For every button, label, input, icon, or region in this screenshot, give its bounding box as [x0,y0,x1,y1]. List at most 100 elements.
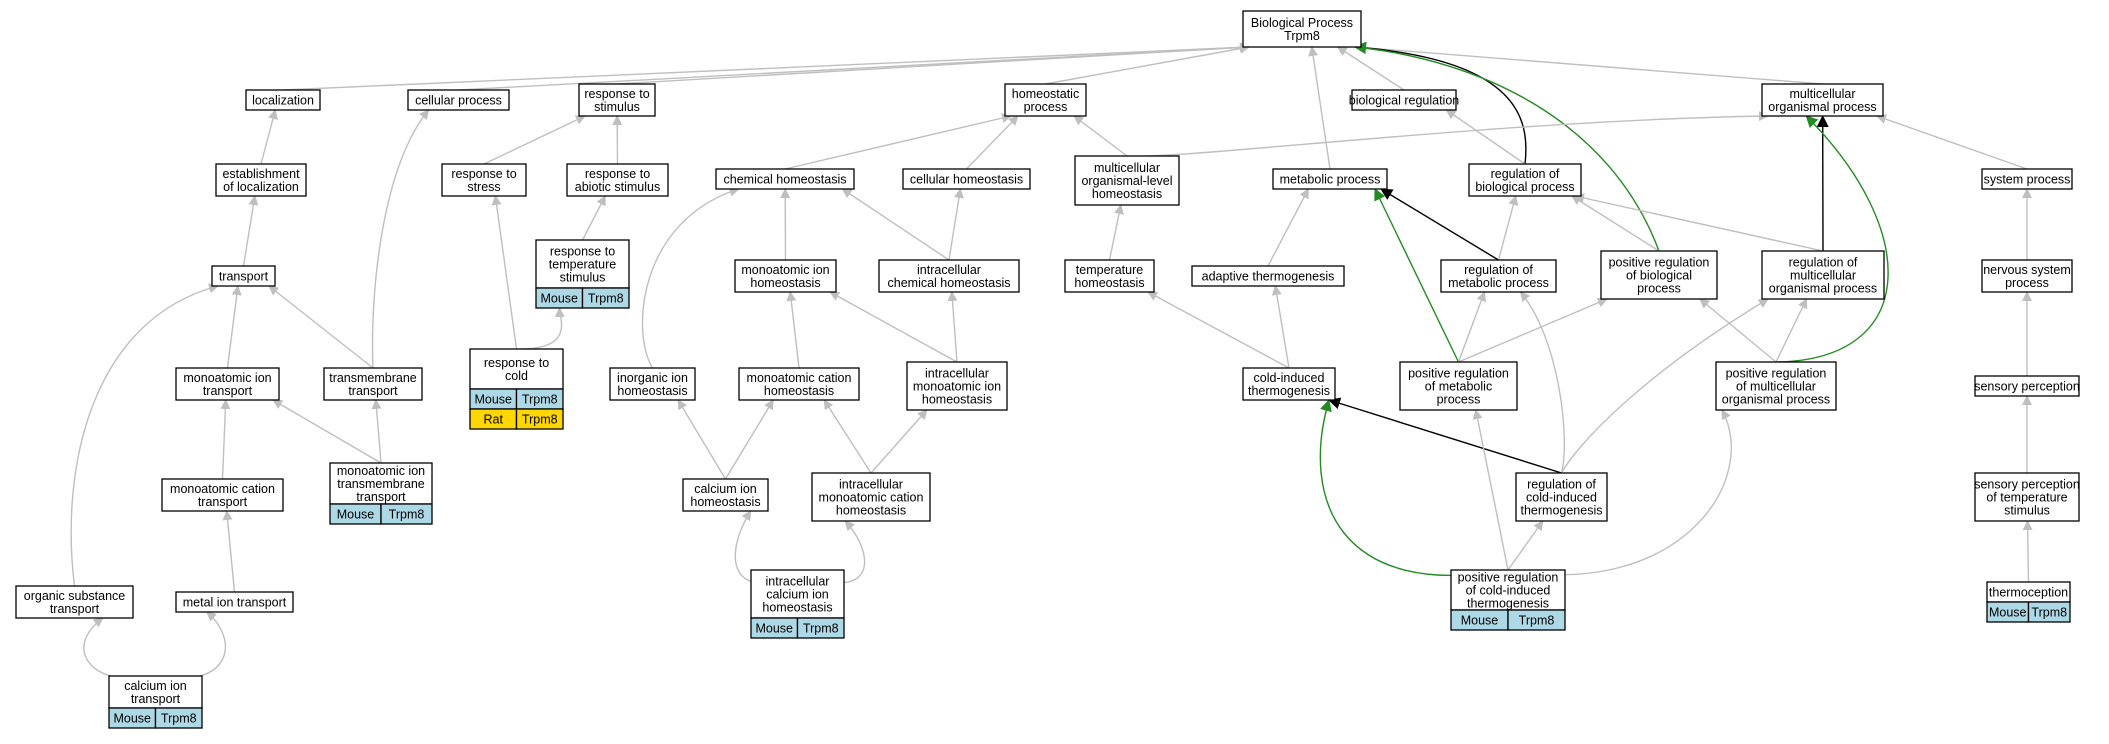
edge-rts-to-bp [616,42,1250,85]
node-label: transport [131,692,181,706]
node-box [329,462,433,505]
edge-ichem-to-chem [841,188,950,261]
node-chem[interactable]: chemical homeostasis [715,168,855,190]
edge-prmp-to-prbp [1458,297,1608,363]
node-box [15,585,134,619]
node-transport[interactable]: transport [211,265,276,287]
edge-rbp-to-breg [1445,109,1526,165]
edge-prcit-to-prmop [1507,409,1732,576]
edge-prmop-to-mop [1775,115,1889,363]
node-sys[interactable]: system process [1981,168,2073,190]
node-cp[interactable]: cellular process [407,89,510,111]
node-adapt[interactable]: adaptive thermogenesis [1191,265,1345,287]
node-label: cold-induced [1526,491,1597,505]
node-label: chemical homeostasis [724,173,847,187]
node-box [211,265,276,287]
edge-thermo-to-spts [2022,520,2033,583]
node-label: response to [550,245,615,259]
node-loc[interactable]: localization [245,89,321,111]
node-box [1450,569,1566,611]
node-label: calcium ion [766,588,829,602]
node-label: positive regulation [1408,367,1509,381]
node-label: process [1437,393,1481,407]
node-box [878,259,1020,293]
node-box [1974,472,2080,522]
node-box [469,348,564,390]
node-box [1242,10,1362,48]
node-sensp[interactable]: sensory perception [1974,375,2080,397]
node-box [1074,155,1180,206]
edge-inorg-to-chem [641,186,740,369]
node-label: response to [584,87,649,101]
edge-cit2-to-mit [155,611,227,680]
node-label: of multicellular [1736,380,1816,394]
node-label: thermogenesis [1467,597,1549,611]
node-box [566,163,669,197]
node-cellh[interactable]: cellular homeostasis [902,168,1031,190]
edge-hp-to-bp [1045,43,1250,85]
node-label: intracellular [766,575,830,589]
node-label: temperature [549,258,616,272]
gene-label: Trpm8 [522,393,558,407]
node-label: stimulus [594,100,640,114]
node-label: transport [219,270,269,284]
edge-prmp-to-metab [1374,188,1460,363]
node-label: of biological [1626,269,1692,283]
node-maitt[interactable]: monoatomic iontransmembranetransportMous… [329,462,433,525]
gene-cell [2027,601,2071,623]
node-label: transport [198,495,248,509]
node-label: homeostasis [762,601,832,615]
node-box [1715,361,1837,411]
species-label: Mouse [337,508,375,522]
node-box [1191,265,1345,287]
node-mit[interactable]: metal ion transport [175,591,294,613]
node-label: thermogenesis [1248,384,1330,398]
edge-mcoh-to-mop [1126,111,1769,157]
node-metab[interactable]: metabolic process [1272,168,1388,190]
node-label: cold [505,369,528,383]
species-label: Mouse [113,712,151,726]
node-breg[interactable]: biological regulation [1349,89,1460,111]
node-box [1272,168,1388,190]
node-label: cold-induced [1254,371,1325,385]
node-label: nervous system [1983,263,2071,277]
gene-label: Trpm8 [803,622,839,636]
node-box [1761,250,1885,300]
